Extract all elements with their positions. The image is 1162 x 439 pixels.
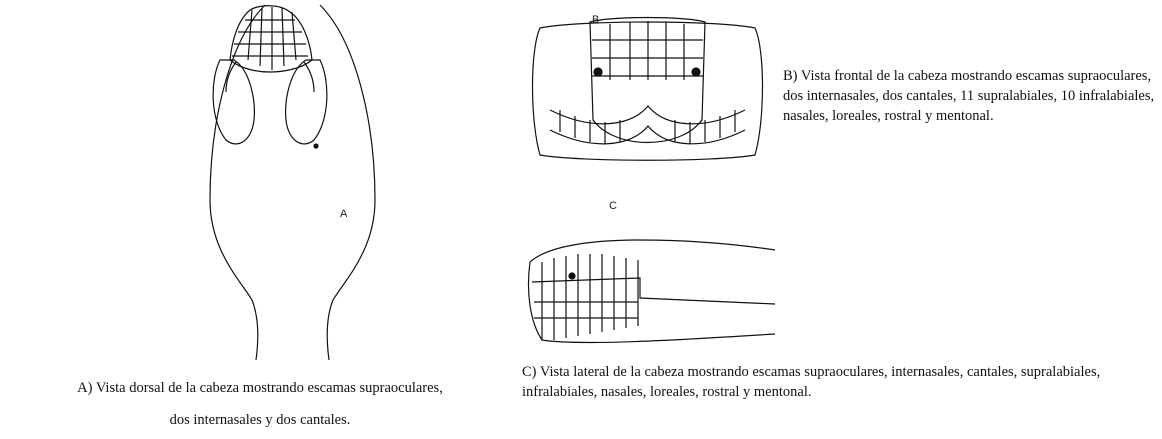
caption-a-line1: A) Vista dorsal de la cabeza mostrando e… xyxy=(0,378,520,398)
caption-a-line2: dos internasales y dos cantales. xyxy=(0,410,520,430)
caption-b: B) Vista frontal de la cabeza mostrando … xyxy=(783,66,1158,126)
caption-c: C) Vista lateral de la cabeza mostrando … xyxy=(522,362,1122,402)
lateral-view-drawing xyxy=(520,222,780,357)
label-a: A xyxy=(340,208,347,220)
dorsal-view-drawing xyxy=(190,0,450,360)
frontal-view-drawing xyxy=(520,10,775,180)
label-c-small: C xyxy=(609,200,617,212)
label-b: B xyxy=(592,14,599,26)
